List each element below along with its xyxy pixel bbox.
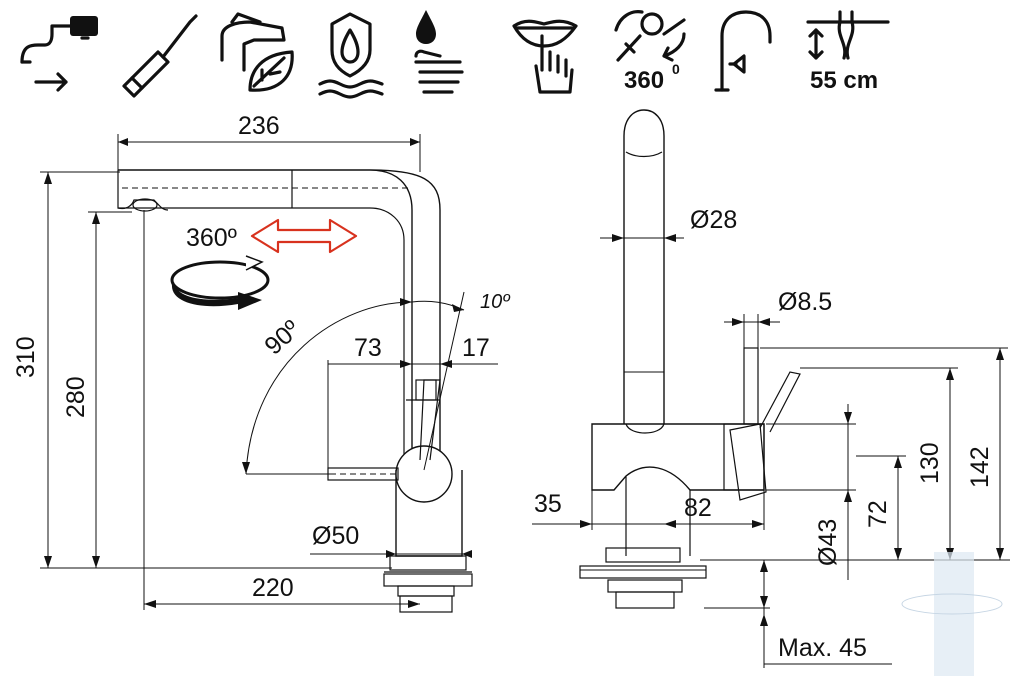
front-body bbox=[591, 423, 765, 491]
icon-row: 360 0 55 cm bbox=[20, 10, 890, 99]
dim-body-offset: 35 bbox=[534, 490, 562, 518]
swivel-360-icon: 360 0 bbox=[614, 10, 686, 94]
pull-out-spray-icon bbox=[20, 16, 98, 92]
dim-spout-height: 280 bbox=[62, 376, 90, 418]
front-view: Ø28 Ø8.5 35 82 Ø43 72 130 bbox=[532, 109, 1010, 676]
dim-body-height: 130 bbox=[916, 442, 944, 484]
hose-length-label: 55 cm bbox=[810, 67, 878, 94]
swivel-360-degree: 0 bbox=[672, 61, 680, 77]
dim-spout-diameter: Ø28 bbox=[690, 206, 737, 234]
watermark-ring bbox=[901, 593, 1003, 615]
dim-body-diameter: Ø43 bbox=[814, 519, 842, 566]
hose-length-icon: 55 cm bbox=[806, 10, 890, 94]
dim-base-depth: 220 bbox=[252, 574, 294, 602]
dim-lever-top-height: 142 bbox=[966, 446, 994, 488]
eco-faucet-leaf-icon bbox=[220, 12, 294, 92]
dim-base-diameter: Ø50 bbox=[312, 522, 359, 550]
lever-hub bbox=[395, 445, 453, 503]
dim-width-top: 236 bbox=[238, 112, 280, 140]
dim-lever-height: 72 bbox=[864, 500, 892, 528]
dim-lever-angle: 90º bbox=[259, 315, 305, 361]
dim-tilt-angle: 10º bbox=[480, 291, 511, 313]
water-drop-hand-icon bbox=[414, 10, 464, 94]
swivel-double-arrow bbox=[250, 218, 358, 254]
silent-operation-icon bbox=[512, 19, 578, 94]
front-spout bbox=[623, 109, 665, 441]
water-shield-icon bbox=[318, 12, 384, 99]
dim-lever-reach: 73 bbox=[354, 334, 382, 362]
dim-total-height: 310 bbox=[12, 336, 40, 378]
screwdriver-icon bbox=[122, 14, 198, 98]
high-spout-icon bbox=[714, 10, 772, 92]
swivel-360-label: 360 bbox=[624, 67, 664, 94]
side-view: 236 310 280 220 Ø50 73 17 bbox=[12, 112, 511, 613]
dim-lever-offset: 17 bbox=[462, 334, 490, 362]
rotation-arrow-icon bbox=[170, 255, 270, 310]
dim-body-width: 82 bbox=[684, 494, 712, 522]
swivel-label: 360º bbox=[186, 224, 237, 252]
dim-max-thickness: Max. 45 bbox=[778, 634, 867, 662]
dim-lever-diameter: Ø8.5 bbox=[778, 288, 832, 316]
